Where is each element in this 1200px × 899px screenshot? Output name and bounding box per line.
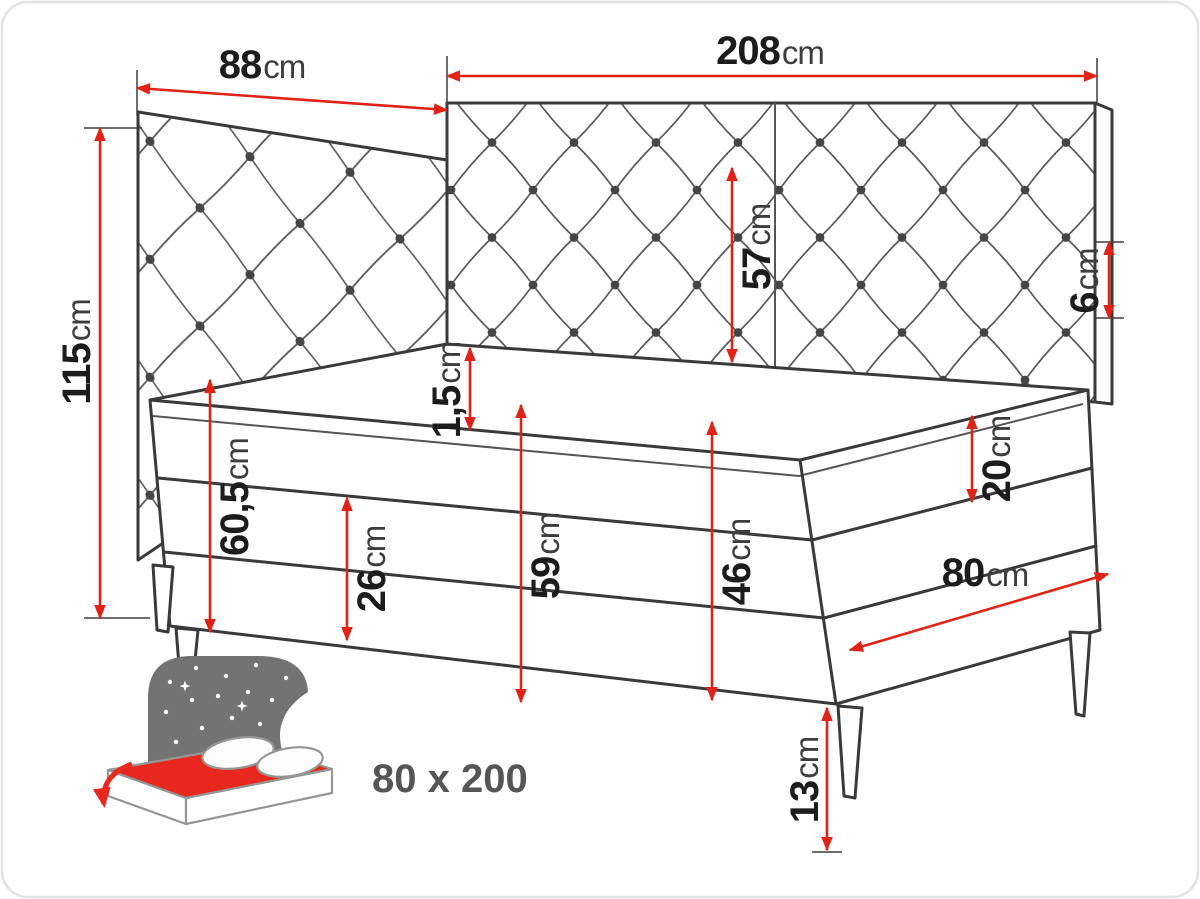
dimension-base-section: 26cm (341, 496, 394, 642)
front-corner-edge (798, 458, 838, 706)
mattress-piping-seam (152, 403, 1084, 478)
dimension-mattress: 20cm (966, 414, 1019, 504)
dimension-height: 115cm (55, 126, 106, 620)
bed-legs (151, 563, 1092, 800)
leg-headboard (151, 563, 175, 634)
dimension-panel-thickness: 6cm (1063, 240, 1115, 320)
size-label: 80 x 200 (372, 757, 528, 801)
dimension-long-width: 208cm (445, 29, 1099, 82)
dimension-line (848, 572, 1110, 652)
dimension-frame-height: 46cm (706, 420, 759, 702)
dimension-label: 26cm (350, 526, 394, 613)
dimension-width: 80cm (848, 551, 1110, 652)
dimension-label: 208cm (716, 29, 824, 73)
icon-open-arrow (92, 761, 133, 808)
tufting-pattern-long (447, 103, 1095, 402)
dimension-leg: 13cm (783, 706, 833, 852)
dimension-label: 46cm (715, 519, 759, 606)
dimension-label: 80cm (942, 551, 1029, 595)
dimension-label: 88cm (219, 43, 306, 87)
dimension-side-height: 60,5cm (204, 378, 257, 634)
dimension-label: 59cm (524, 513, 568, 600)
dimension-label: 20cm (975, 416, 1019, 503)
dimension-label: 1,5cm (425, 342, 469, 439)
stars (159, 662, 296, 767)
dimension-side-width: 88cm (135, 43, 449, 115)
icon-pillow-right (256, 746, 324, 778)
bed-size-icon: 80 x 200 (92, 656, 528, 826)
leg-front-right (836, 704, 864, 800)
dimension-line (135, 83, 449, 115)
dimension-label: 13cm (783, 737, 827, 824)
dimension-topper: 1,5cm (425, 342, 476, 439)
dimension-label: 60,5cm (213, 438, 257, 556)
dimension-label: 6cm (1063, 248, 1107, 313)
dimension-seat-height: 59cm (515, 403, 568, 704)
icon-pillow-left (201, 736, 275, 770)
dimension-lines: 88cm 208cm 115cm 57cm 6cm 1,5cm 20cm (55, 29, 1115, 852)
dimension-headboard-panel: 57cm (726, 166, 779, 364)
dimension-label: 57cm (735, 204, 779, 291)
headboard-long-panel (445, 101, 1097, 404)
dimension-label: 115cm (55, 299, 99, 405)
